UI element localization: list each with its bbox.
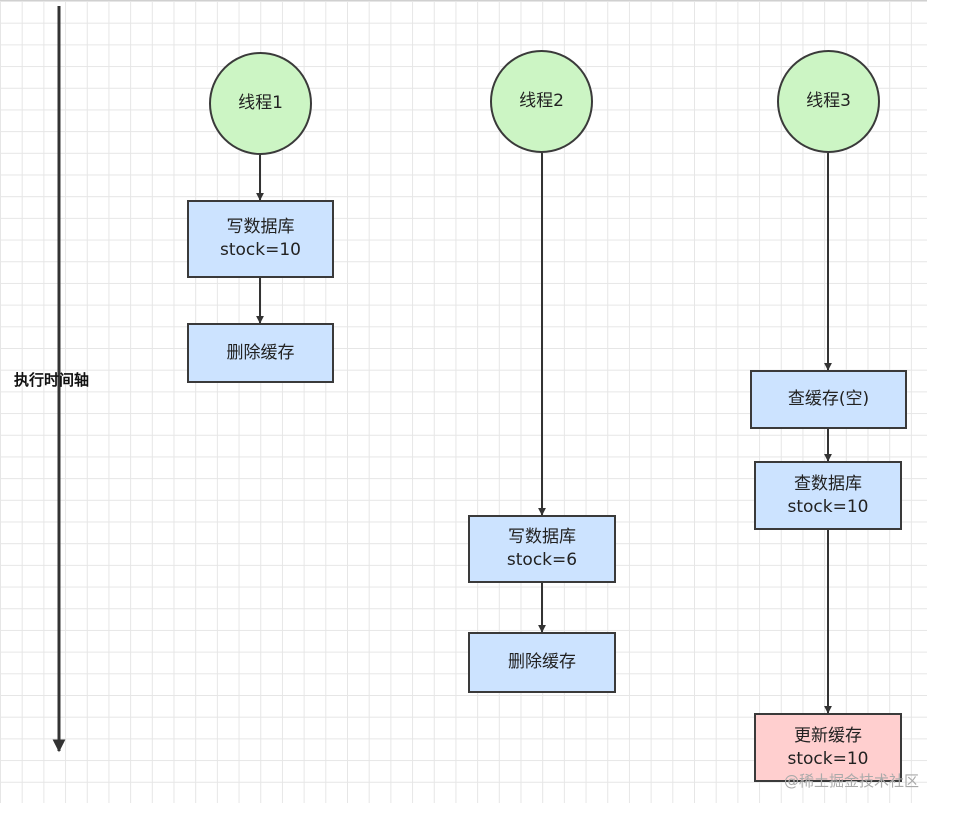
thread-2-delete-cache-step: 删除缓存 [468, 632, 616, 693]
diagram-canvas: 执行时间轴 线程1 写数据库 stock=10 删除缓存 线程2 写数据库 st… [0, 0, 927, 803]
thread-1-label: 线程1 [238, 93, 283, 113]
step-line: 查缓存(空) [787, 389, 870, 409]
thread-2-write-db-step: 写数据库 stock=6 [468, 515, 616, 583]
thread-3-check-cache-step: 查缓存(空) [750, 370, 907, 429]
thread-2-node: 线程2 [490, 50, 593, 153]
thread-3-update-cache-step: 更新缓存 stock=10 [754, 713, 902, 782]
step-line: 写数据库 [226, 217, 295, 237]
step-line: 删除缓存 [508, 652, 576, 672]
timeline-label: 执行时间轴 [14, 371, 90, 389]
step-line: 删除缓存 [226, 342, 295, 363]
thread-2-label: 线程2 [519, 91, 564, 111]
thread-3-query-db-step: 查数据库 stock=10 [754, 461, 902, 530]
step-line: stock=6 [506, 550, 578, 570]
thread-3-label: 线程3 [806, 91, 851, 111]
step-line: stock=10 [787, 748, 869, 769]
step-line: 写数据库 [508, 527, 576, 547]
step-line: stock=10 [787, 496, 869, 517]
thread-1-node: 线程1 [209, 52, 312, 155]
step-line: stock=10 [220, 240, 301, 260]
thread-1-write-db-step: 写数据库 stock=10 [187, 200, 334, 278]
thread-3-node: 线程3 [777, 50, 880, 153]
thread-1-delete-cache-step: 删除缓存 [187, 323, 334, 383]
step-line: 更新缓存 [794, 725, 862, 746]
step-line: 查数据库 [794, 473, 862, 494]
watermark: @稀土掘金技术社区 [784, 772, 920, 790]
